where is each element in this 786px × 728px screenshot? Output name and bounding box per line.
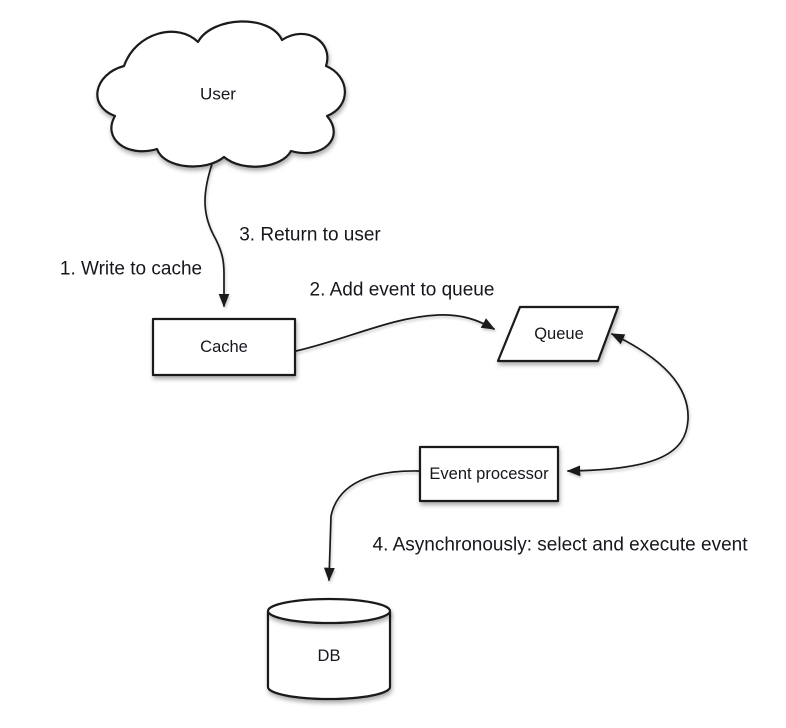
step-2-add-event-to-queue-label: 2. Add event to queue (309, 279, 495, 301)
edge-user-to-cache (204, 163, 230, 308)
queue-node-label: Queue (534, 324, 584, 343)
cache-box-shape (151, 317, 297, 377)
user-cloud-shape (96, 20, 346, 168)
db-cylinder-shape (266, 597, 392, 701)
user-node-label: User (200, 84, 236, 104)
queue-parallelogram-shape (496, 305, 620, 363)
db-cylinder-body (266, 611, 392, 701)
step-4-asynchronously-label: 4. Asynchronously: select and execute ev… (372, 534, 748, 556)
cache-node-label: Cache (200, 337, 248, 356)
db-cylinder-top (266, 597, 392, 625)
event-processor-node-label: Event processor (429, 464, 549, 483)
edge-event-processor-to-db (323, 470, 420, 582)
edge-queue-to-event-processor (566, 333, 689, 477)
db-node-label: DB (317, 646, 341, 665)
step-1-write-to-cache-label: 1. Write to cache (59, 258, 203, 280)
event-processor-box-shape (418, 445, 560, 503)
edge-cache-to-queue (295, 314, 496, 352)
step-3-return-to-user-label: 3. Return to user (239, 224, 381, 246)
